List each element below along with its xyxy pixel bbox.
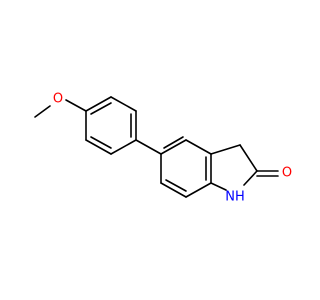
bond-o-aryl xyxy=(65,99,87,112)
molecule-structure-diagram: O O NH xyxy=(34,92,292,205)
carbonyl-oxygen-label: O xyxy=(282,166,292,181)
bond-methyl-o xyxy=(34,105,51,118)
nh-label: NH xyxy=(225,190,245,205)
lactam-ring xyxy=(210,144,258,191)
methoxy-oxygen-label: O xyxy=(53,92,63,107)
indolinone-benzene-ring xyxy=(160,136,212,198)
methoxyphenyl-ring xyxy=(85,96,137,155)
bond-biaryl xyxy=(135,139,162,155)
